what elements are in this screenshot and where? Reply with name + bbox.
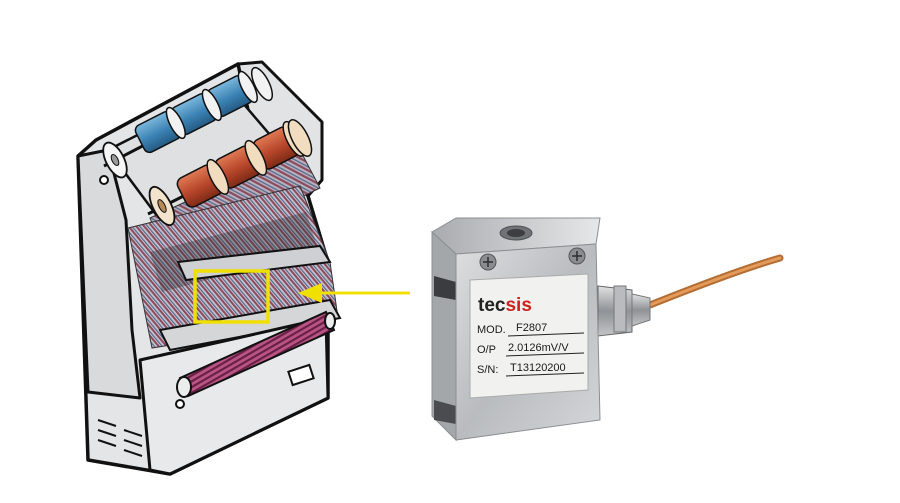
op-value: 2.0126mV/V: [508, 342, 569, 354]
op-label: O/P: [477, 344, 496, 356]
cloth-roll: [176, 310, 336, 398]
red-bobbins: [147, 119, 313, 227]
arrow-left-icon: [298, 283, 410, 303]
weaving-machine-illustration: [76, 60, 342, 476]
load-cell-sensor: tecsis MOD. F2807 O/P 2.0126mV/V S/N: T1…: [431, 217, 784, 442]
screw-icon: [479, 253, 497, 271]
sn-label: S/N:: [477, 364, 498, 376]
mod-label: MOD.: [477, 324, 506, 336]
highlight-box: [193, 269, 270, 324]
mod-value: F2807: [516, 322, 547, 334]
screw-icon: [568, 247, 586, 265]
brand-logo: tecsis: [478, 295, 532, 316]
sensor-label-plate: [469, 273, 589, 399]
vent-slots: [97, 419, 143, 457]
blue-bobbins: [102, 66, 274, 179]
sn-value: T13120200: [510, 362, 566, 374]
cable-gland: [597, 285, 651, 337]
